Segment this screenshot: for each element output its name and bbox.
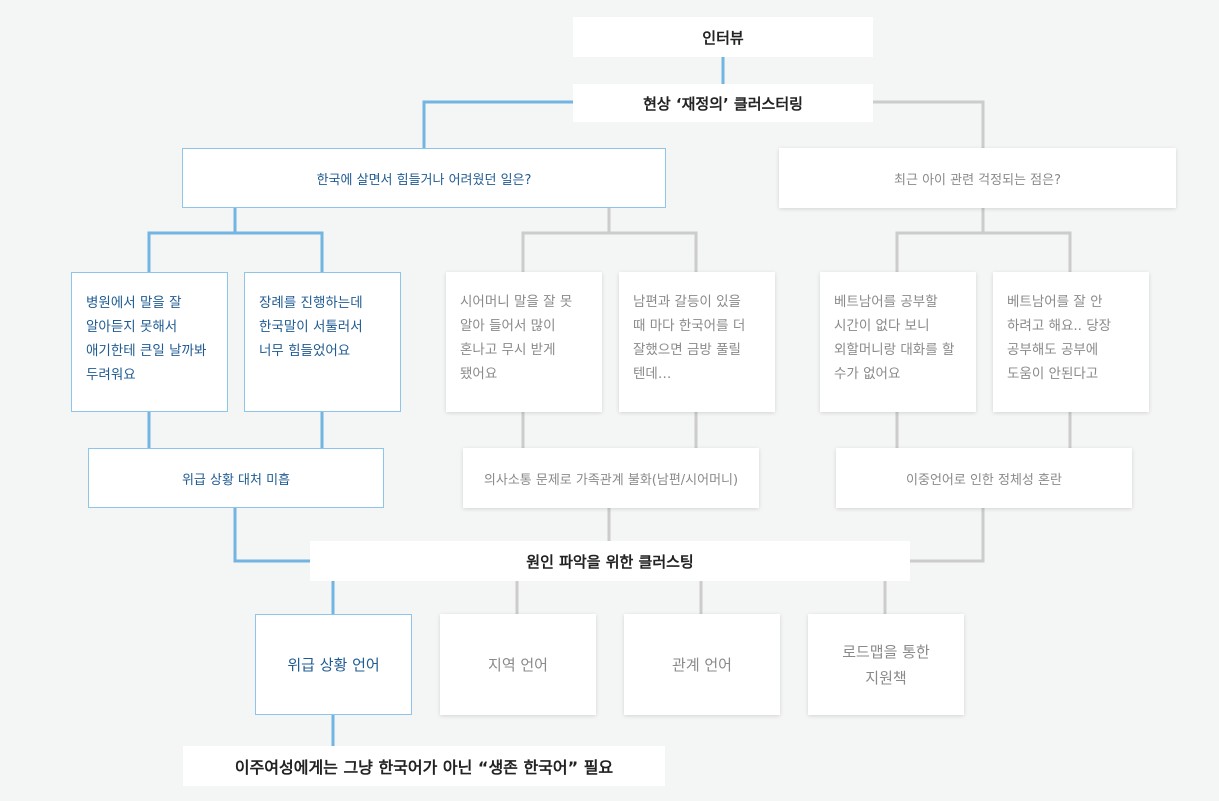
question-child-concerns: 최근 아이 관련 걱정되는 점은?	[779, 148, 1176, 208]
connector-theme3-cause	[909, 507, 985, 563]
category-roadmap-support: 로드맵을 통한 지원책	[808, 614, 964, 715]
cause-clustering-header: 원인 파악을 위한 클러스팅	[310, 541, 910, 581]
connector-q1-gray-branch	[521, 231, 698, 272]
connector-header-q1	[422, 100, 575, 148]
question-difficulties: 한국에 살면서 힘들거나 어려웠던 일은?	[182, 148, 666, 208]
interview-title: 인터뷰	[573, 17, 873, 57]
connector-q1-branch	[147, 231, 324, 272]
clustering-header: 현상 ‘재정의’ 클러스터링	[573, 84, 873, 122]
theme-emergency: 위급 상황 대처 미흡	[88, 448, 384, 508]
quote-card-hospital: 병원에서 말을 잘 알아듣지 못해서 애기한테 큰일 날까봐 두려워요	[71, 272, 228, 412]
category-emergency-language: 위급 상황 언어	[255, 614, 412, 715]
quote-card-funeral: 장례를 진행하는데 한국말이 서툴러서 너무 힘들었어요	[244, 272, 401, 412]
connector-q2-branch	[895, 231, 1072, 272]
quote-card-vietnamese-study: 베트남어를 공부할 시간이 없다 보니 외할머니랑 대화를 할 수가 없어요	[820, 272, 976, 412]
category-regional-language: 지역 언어	[440, 614, 596, 715]
quote-card-husband: 남편과 갈등이 있을 때 마다 한국어를 더 잘했으면 금방 풀릴 텐데…	[619, 272, 775, 412]
theme-family-conflict: 의사소통 문제로 가족관계 불화(남편/시어머니)	[463, 448, 759, 508]
quote-card-vietnamese-refuse: 베트남어를 잘 안 하려고 해요.. 당장 공부해도 공부에 도움이 안된다고	[993, 272, 1149, 412]
conclusion-banner: 이주여성에게는 그냥 한국어가 아닌 “생존 한국어” 필요	[183, 746, 665, 786]
quote-card-mother-in-law: 시어머니 말을 잘 못 알아 들어서 많이 혼나고 무시 받게 됐어요	[446, 272, 602, 412]
category-relationship-language: 관계 언어	[624, 614, 780, 715]
theme-identity: 이중언어로 인한 정체성 혼란	[836, 448, 1132, 508]
connector-theme1-cause	[233, 507, 312, 563]
connector-header-q2	[873, 100, 985, 148]
